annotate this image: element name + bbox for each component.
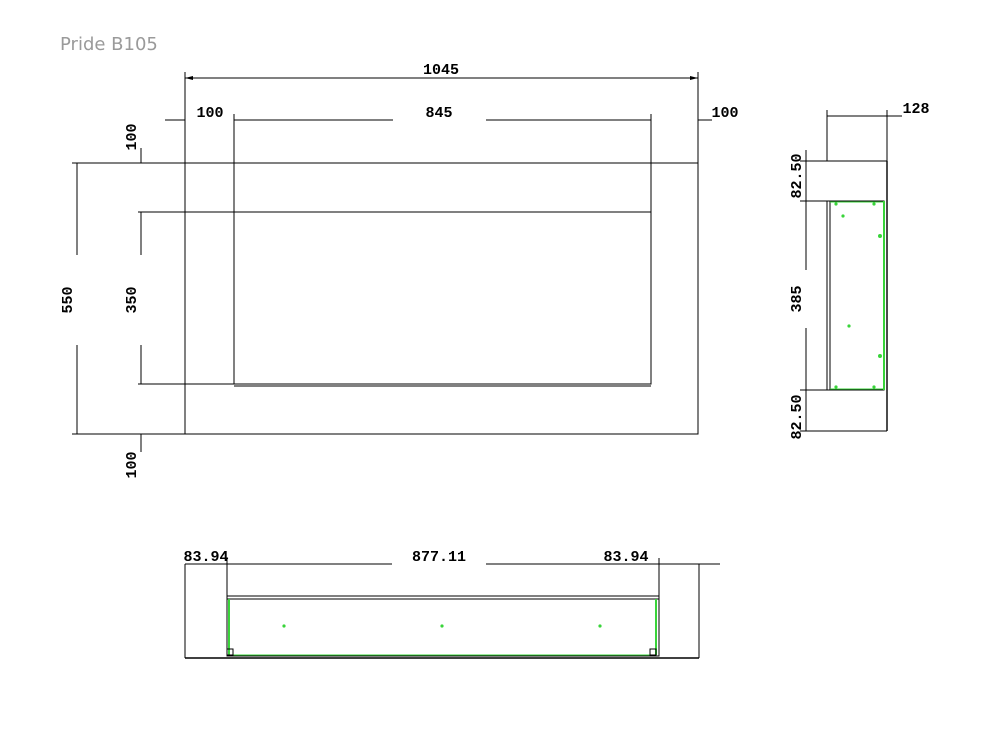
dim-overall-width: 1045 (423, 62, 459, 79)
bottom-view: 83.94 877.11 83.94 (183, 549, 720, 659)
bottom-body (226, 595, 660, 657)
dim-right-margin: 100 (711, 105, 738, 122)
mount-point (282, 624, 286, 628)
mount-point (598, 624, 602, 628)
mount-point (878, 234, 882, 238)
mount-point (841, 214, 845, 218)
page-title: Pride B105 (60, 34, 158, 55)
mount-point (440, 624, 444, 628)
dim-bottom-left: 83.94 (183, 549, 228, 566)
dim-left-margin: 100 (196, 105, 223, 122)
dim-bottom-center: 877.11 (412, 549, 466, 566)
front-view: 1045 100 845 100 550 350 100 100 (60, 62, 739, 479)
dim-overall-height: 550 (60, 286, 77, 313)
mount-point (878, 354, 882, 358)
dim-body-height: 385 (789, 285, 806, 312)
bottom-foot-right (649, 648, 657, 656)
arrowhead (690, 76, 698, 80)
front-outer-frame (184, 162, 699, 435)
dim-depth: 128 (902, 101, 929, 118)
mount-point (834, 385, 838, 389)
bottom-foot-left (226, 648, 234, 656)
side-body (826, 200, 885, 391)
mount-point (834, 202, 838, 206)
dim-top-margin: 100 (124, 123, 141, 150)
dim-bottom-offset: 82.50 (789, 394, 806, 439)
dim-top-offset: 82.50 (789, 153, 806, 198)
side-view: 128 82.50 385 82.50 (789, 101, 930, 440)
front-opening (233, 211, 652, 385)
mount-point (872, 202, 876, 206)
arrowhead (185, 76, 193, 80)
dim-bottom-margin: 100 (124, 451, 141, 478)
dim-bottom-right: 83.94 (603, 549, 648, 566)
mount-point (847, 324, 851, 328)
dim-opening-width: 845 (425, 105, 452, 122)
dim-opening-height: 350 (124, 286, 141, 313)
mount-point (872, 385, 876, 389)
